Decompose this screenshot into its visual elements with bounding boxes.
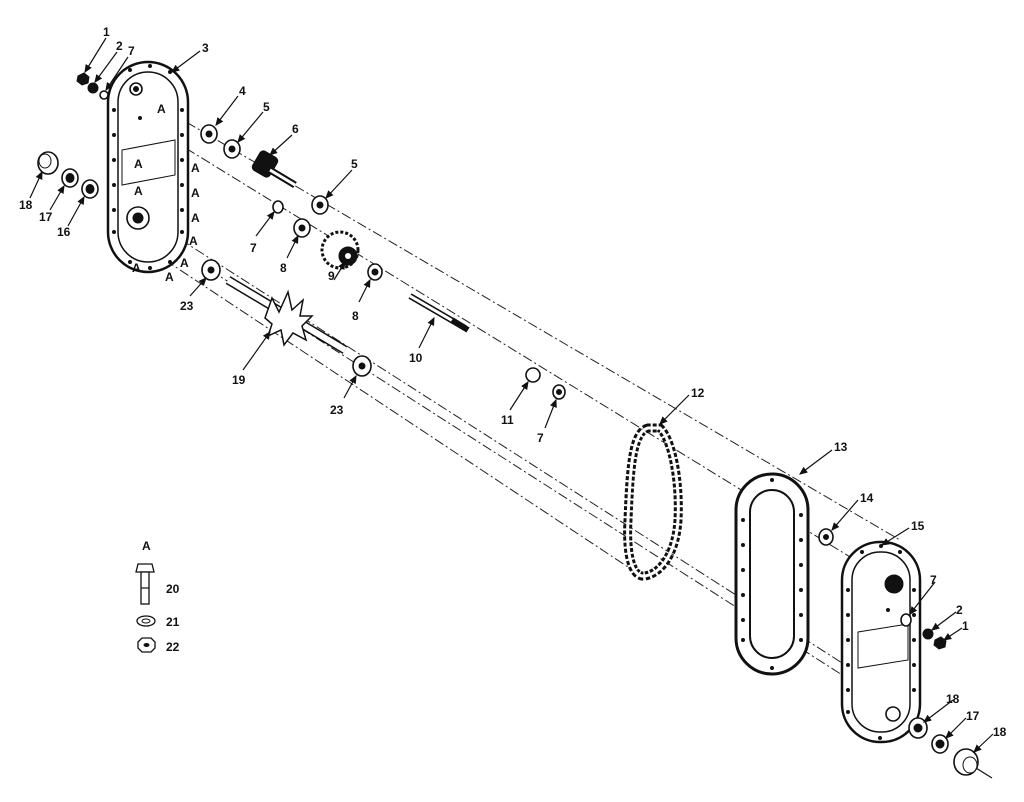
callout-numbers: 1 2 7 3 4 5 6 5 18 17 16 7 8 9 8 23 19 1… — [19, 25, 1007, 739]
left-bearing-stack — [37, 151, 99, 199]
seal-14 — [818, 528, 834, 546]
ref-a-10: A — [132, 261, 141, 275]
gasket-holes — [741, 478, 803, 670]
callout-16-left: 16 — [57, 225, 71, 239]
left-top-hardware — [76, 72, 109, 100]
callout-18-left: 18 — [19, 198, 33, 212]
legend-nut-number: 22 — [166, 640, 180, 654]
callout-8-right: 8 — [352, 309, 359, 323]
right-chain-case-housing — [840, 540, 922, 744]
callout-12: 12 — [691, 386, 705, 400]
drive-chain — [623, 423, 683, 581]
callout-16-right: 18 — [946, 692, 960, 706]
ref-a-4: A — [191, 161, 200, 175]
callout-19: 19 — [232, 373, 246, 387]
leader-lines — [29, 37, 994, 753]
callout-11: 11 — [501, 413, 514, 427]
housing-bolt-holes — [112, 64, 184, 270]
ref-a-2: A — [134, 157, 143, 171]
right-bearing-stack — [908, 717, 993, 779]
ref-a-9: A — [165, 270, 174, 284]
callout-5-lower: 5 — [351, 157, 358, 171]
spacer-and-nut — [525, 367, 566, 400]
gasket-13 — [734, 472, 810, 676]
ref-a-6: A — [191, 211, 200, 225]
legend-title: A — [142, 539, 151, 553]
ref-a-3: A — [134, 184, 143, 198]
ref-a-5: A — [191, 186, 200, 200]
callout-6: 6 — [292, 122, 299, 136]
left-chain-case-housing — [106, 60, 190, 274]
middle-sprocket-parts — [272, 200, 383, 281]
callout-8-left: 8 — [280, 261, 287, 275]
callout-18-right: 18 — [993, 725, 1007, 739]
callout-7-right: 7 — [930, 573, 937, 587]
ref-a-8: A — [180, 256, 189, 270]
callout-4: 4 — [239, 84, 246, 98]
callout-23-lower: 23 — [330, 403, 344, 417]
tine-shaft-19 — [201, 259, 372, 377]
fastener-legend: A 20 21 22 — [135, 539, 180, 654]
legend-bolt-number: 20 — [166, 582, 180, 596]
callout-23-upper: 23 — [180, 299, 194, 313]
callout-5-upper: 5 — [263, 100, 270, 114]
callout-14: 14 — [860, 491, 874, 505]
callout-17-left: 17 — [39, 210, 53, 224]
callout-1-left: 1 — [103, 25, 110, 39]
callout-15: 15 — [911, 519, 925, 533]
callout-7-middle: 7 — [250, 241, 257, 255]
bolt-reference-markers: A A A A A A A A A A — [132, 102, 200, 284]
shaft-10 — [408, 293, 470, 333]
ref-a-1: A — [157, 102, 166, 116]
callout-3: 3 — [202, 41, 209, 55]
legend-washer-number: 21 — [166, 615, 180, 629]
right-housing-holes — [846, 544, 916, 740]
right-top-hardware — [900, 613, 947, 650]
callout-1-right: 1 — [962, 619, 969, 633]
callout-10: 10 — [409, 351, 423, 365]
callout-9: 9 — [328, 269, 335, 283]
callout-2-left: 2 — [116, 39, 123, 53]
callout-2-right: 2 — [956, 603, 963, 617]
callout-7-lower: 7 — [537, 431, 544, 445]
callout-7-left-top: 7 — [128, 44, 135, 58]
upper-shaft-parts — [200, 124, 329, 215]
ref-a-7: A — [189, 234, 198, 248]
callout-17-right: 17 — [966, 709, 980, 723]
callout-13: 13 — [834, 440, 848, 454]
